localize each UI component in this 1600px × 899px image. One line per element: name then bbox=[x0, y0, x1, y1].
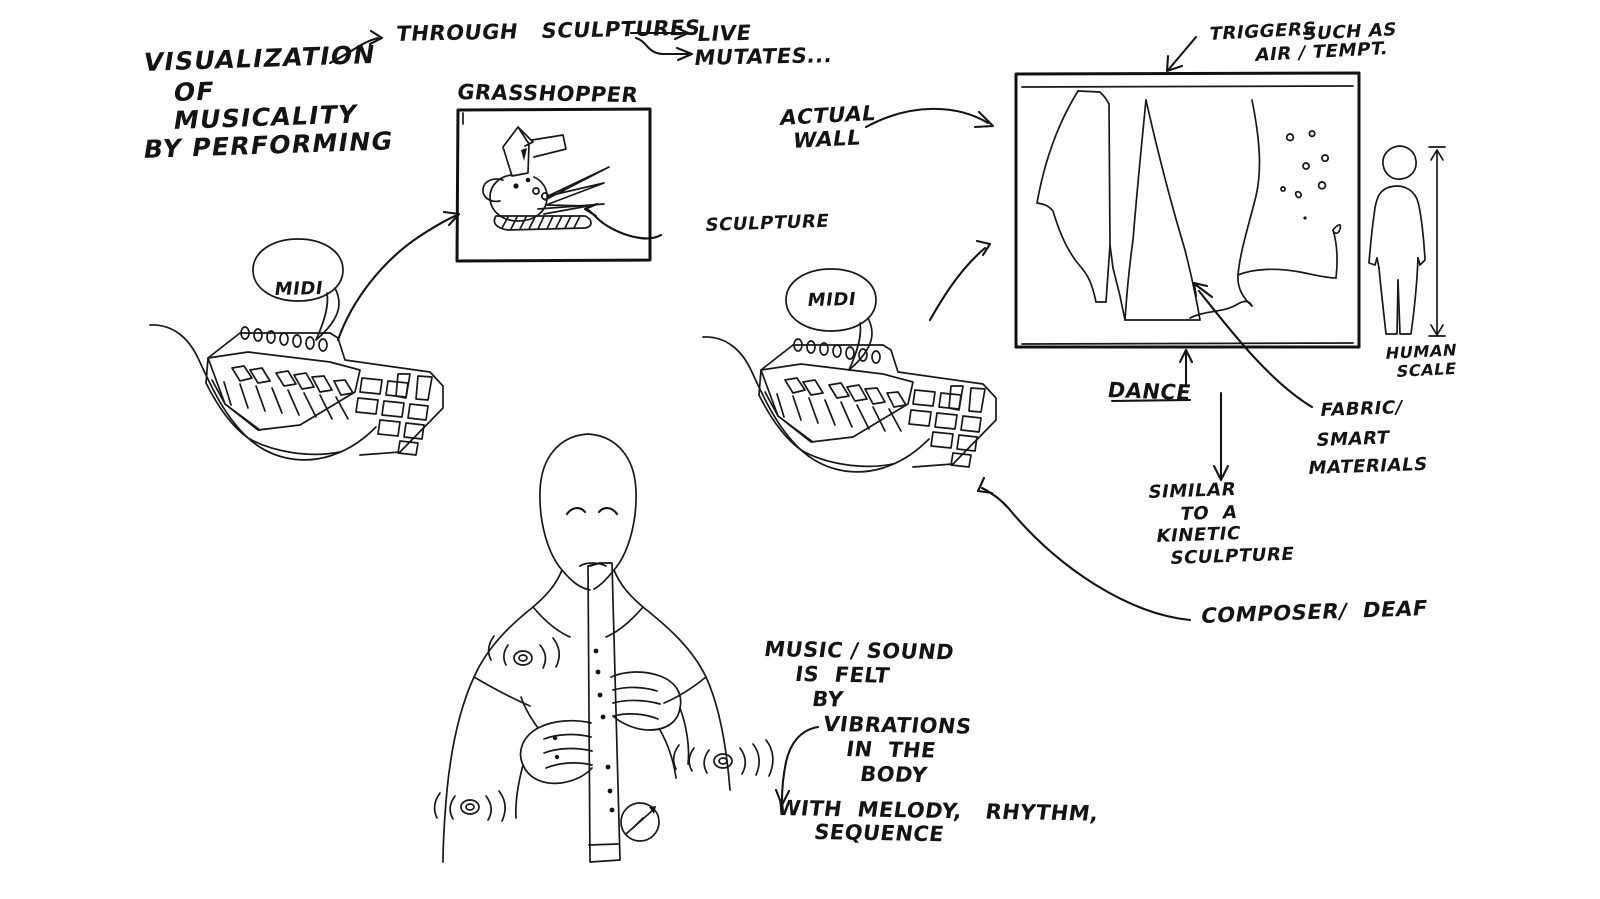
flute-badge bbox=[620, 802, 660, 842]
label-human-scale-line2: SCALE bbox=[1395, 358, 1459, 381]
label-sculpture: SCULPTURE bbox=[703, 210, 831, 236]
label-mutates: MUTATES... bbox=[692, 43, 835, 70]
label-kinetic-line3: KINETIC bbox=[1154, 523, 1243, 547]
label-fabric-line1: FABRIC/ bbox=[1318, 397, 1405, 421]
dance-underline bbox=[1110, 398, 1192, 403]
arrow-dance-up bbox=[1178, 348, 1194, 387]
vibration-mark-right-side bbox=[672, 739, 774, 777]
label-grasshopper: GRASSHOPPER bbox=[455, 80, 640, 108]
page-title-line2: OF bbox=[171, 76, 217, 107]
arrow-to-sculpture bbox=[583, 202, 663, 240]
midi-keyboard-right bbox=[702, 268, 997, 473]
arrow-sculptures-to-live bbox=[629, 25, 690, 41]
felt-block-line5: IN THE bbox=[844, 737, 938, 763]
label-fabric-line3: MATERIALS bbox=[1306, 453, 1430, 479]
leader-composer-deaf bbox=[976, 476, 1192, 622]
arrow-keyboard-to-wall bbox=[928, 239, 992, 322]
label-kinetic-line4: SCULPTURE bbox=[1168, 543, 1296, 569]
felt-block-line1: MUSIC / SOUND bbox=[762, 637, 956, 665]
midi-bubble-left bbox=[252, 238, 344, 341]
knob-row-right bbox=[793, 338, 881, 364]
knob-row-left bbox=[240, 326, 328, 352]
label-dance: DANCE bbox=[1105, 378, 1194, 405]
felt-block-line3: BY bbox=[810, 687, 846, 712]
felt-block-line6: BODY bbox=[858, 762, 929, 788]
midi-bubble-right bbox=[785, 268, 877, 371]
arrow-actual-wall bbox=[864, 107, 995, 129]
arrow-triggers bbox=[1165, 35, 1198, 73]
arrow-title-to-through bbox=[328, 29, 384, 65]
melody-block-line2: SEQUENCE bbox=[812, 820, 946, 847]
leader-fabric bbox=[1197, 289, 1314, 409]
arrow-keyboard-to-grasshopper bbox=[336, 210, 461, 342]
arrow-inside-wall bbox=[1192, 281, 1214, 299]
vibration-mark-left-shoulder bbox=[487, 635, 560, 669]
human-scale-figure bbox=[1368, 145, 1446, 337]
label-midi-left: MIDI bbox=[273, 277, 325, 300]
label-kinetic-line1: SIMILAR bbox=[1146, 478, 1238, 503]
label-kinetic-line2: TO A bbox=[1178, 502, 1239, 525]
grasshopper-sculpture-drawing bbox=[482, 126, 610, 231]
felt-block-line2: IS FELT bbox=[793, 662, 892, 688]
air-particle-dots bbox=[1280, 130, 1329, 220]
label-live: LIVE bbox=[695, 20, 753, 46]
label-midi-right: MIDI bbox=[806, 288, 858, 311]
arrow-sculptures-to-mutates bbox=[634, 36, 694, 62]
midi-keyboard-left bbox=[149, 238, 444, 461]
label-fabric-line2: SMART bbox=[1314, 427, 1392, 451]
wall-frame bbox=[1014, 71, 1361, 349]
arrow-vibrations-to-melody bbox=[774, 725, 820, 807]
vibration-mark-lower-left bbox=[433, 790, 506, 822]
label-actual-wall-line2: WALL bbox=[791, 125, 863, 153]
felt-block-line4: VIBRATIONS bbox=[821, 712, 974, 739]
grasshopper-frame bbox=[455, 107, 663, 263]
flute-player bbox=[433, 433, 774, 863]
arrow-dance-down bbox=[1212, 391, 1230, 482]
